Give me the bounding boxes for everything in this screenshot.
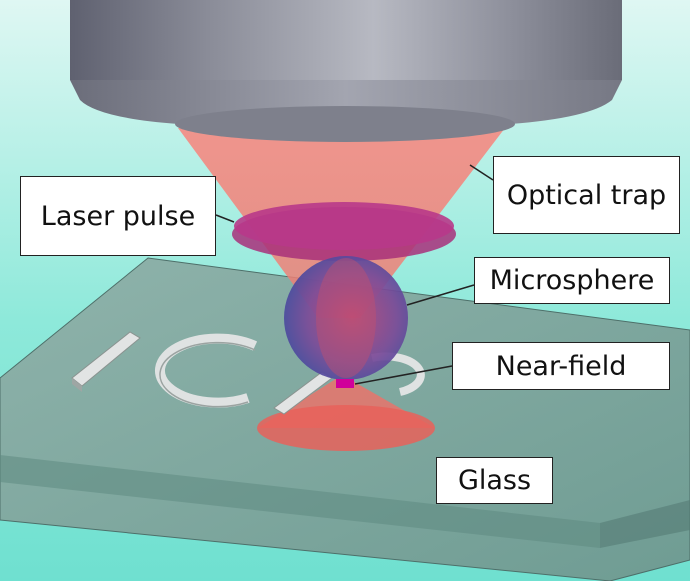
label-optical-trap-text: Optical trap <box>506 179 667 211</box>
leader-microsphere <box>406 284 475 306</box>
objective-lens <box>70 0 622 142</box>
label-glass: Glass <box>436 457 553 504</box>
label-laser-pulse: Laser pulse <box>20 176 216 256</box>
leader-lines <box>215 164 494 385</box>
leader-optical-trap <box>469 164 494 181</box>
leader-laser-pulse <box>215 214 235 223</box>
label-optical-trap: Optical trap <box>493 156 680 234</box>
label-microsphere-text: Microsphere <box>489 265 655 296</box>
label-near-field-text: Near-field <box>495 350 627 382</box>
transmitted-beam <box>257 375 435 451</box>
label-glass-text: Glass <box>457 465 532 496</box>
label-laser-pulse-text: Laser pulse <box>40 200 196 232</box>
split-ring <box>154 333 258 408</box>
near-field-spot <box>336 379 354 388</box>
laser-pulse-disc <box>232 202 456 261</box>
microsphere <box>284 256 408 380</box>
label-microsphere: Microsphere <box>474 257 670 304</box>
leader-near-field <box>354 365 453 385</box>
label-near-field: Near-field <box>452 342 670 390</box>
